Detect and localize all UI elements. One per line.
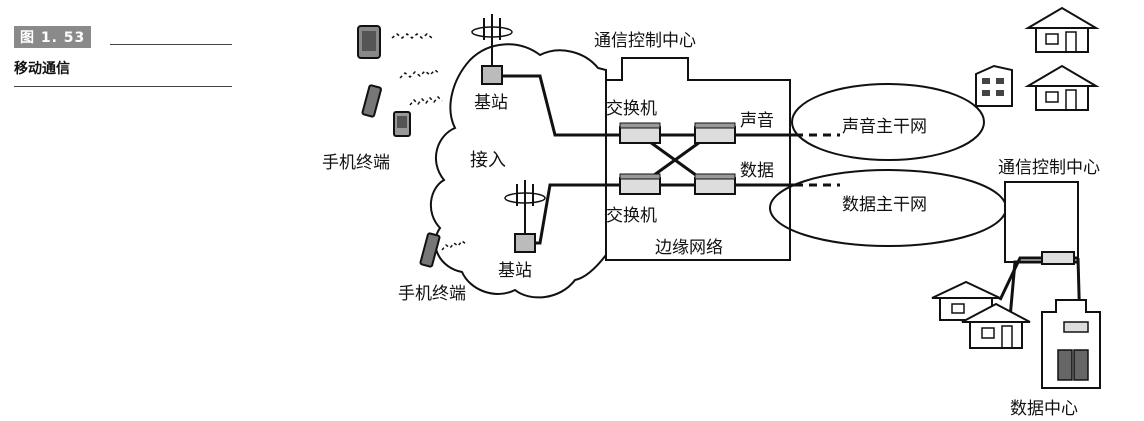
phone-icon xyxy=(361,84,382,118)
data-center-building-icon xyxy=(1041,299,1101,389)
right-control-center-building xyxy=(1004,181,1079,263)
access-cloud xyxy=(429,43,607,299)
figure-caption: 图 1. 53 移动通信 xyxy=(14,26,232,87)
wireless-signal xyxy=(441,239,467,251)
house-icon xyxy=(1024,6,1100,53)
figure-title: 移动通信 xyxy=(14,58,232,87)
switch-icon xyxy=(694,122,736,144)
switch-icon xyxy=(619,122,661,144)
house-icon xyxy=(1024,64,1100,111)
phone-icon xyxy=(393,111,411,137)
voice-backbone-label: 声音主干网 xyxy=(842,117,927,137)
base-station-icon xyxy=(504,180,546,253)
edge-network-label: 边缘网络 xyxy=(655,238,723,258)
office-building-icon xyxy=(975,64,1013,107)
voice-label: 声音 xyxy=(740,111,774,131)
voice-backbone-ring xyxy=(791,83,985,161)
switch-icon xyxy=(619,173,661,195)
wireless-signal xyxy=(399,68,441,79)
switch-label-top: 交换机 xyxy=(606,99,657,119)
house-icon xyxy=(961,302,1031,349)
wireless-signal xyxy=(409,95,443,106)
figure-number: 图 1. 53 xyxy=(14,26,92,48)
terminal-label-top: 手机终端 xyxy=(322,153,390,173)
switch-label-bottom: 交换机 xyxy=(606,206,657,226)
edge-network-building xyxy=(605,57,791,261)
switch-link-cross-b xyxy=(649,140,701,180)
access-label: 接入 xyxy=(470,150,506,171)
data-backbone-label: 数据主干网 xyxy=(842,195,927,215)
cable-top-base xyxy=(502,74,620,137)
base-station-label-top: 基站 xyxy=(474,93,508,113)
control-center-label-right: 通信控制中心 xyxy=(998,158,1100,178)
phone-icon xyxy=(419,232,441,268)
base-station-icon xyxy=(471,14,513,85)
terminal-label-bottom: 手机终端 xyxy=(398,284,466,304)
base-station-label-bottom: 基站 xyxy=(498,261,532,281)
phone-icon xyxy=(357,25,381,59)
wireless-signal xyxy=(391,33,433,39)
caption-rule xyxy=(110,44,232,45)
data-label: 数据 xyxy=(740,161,774,181)
switch-icon xyxy=(1041,251,1075,265)
control-center-label-top: 通信控制中心 xyxy=(594,31,696,51)
switch-icon xyxy=(694,173,736,195)
data-center-label: 数据中心 xyxy=(1010,399,1078,419)
